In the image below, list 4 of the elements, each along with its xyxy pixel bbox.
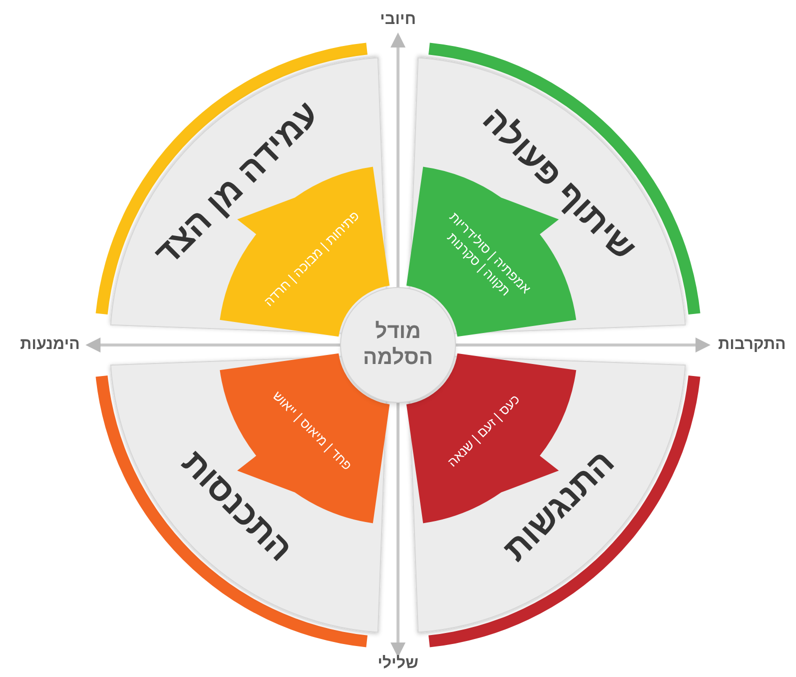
axis-label: הימנעות: [20, 335, 80, 355]
axis-label: שלילי: [378, 654, 418, 674]
axis-label: התקרבות: [718, 335, 786, 355]
axis-label: חיובי: [380, 10, 416, 30]
